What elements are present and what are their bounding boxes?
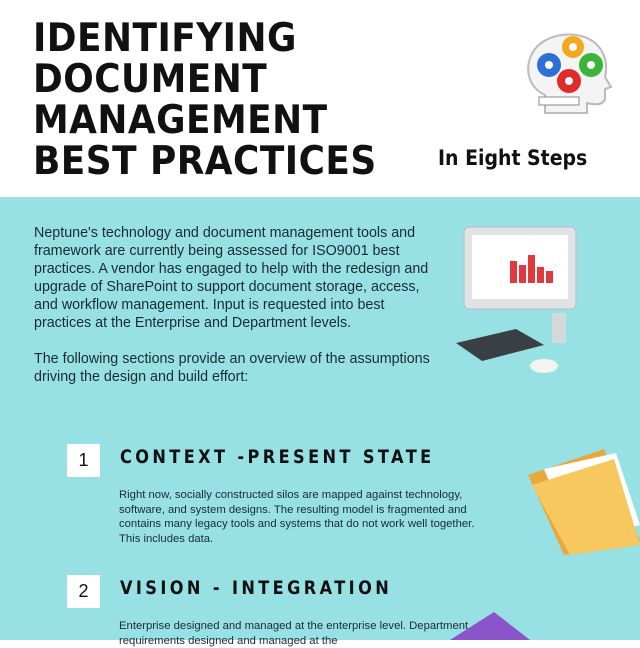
- purple-shape-icon: [450, 612, 530, 640]
- step-number: 2: [67, 575, 100, 608]
- intro-paragraph: Neptune's technology and document manage…: [34, 225, 429, 331]
- step-body: Enterprise designed and managed at the e…: [119, 620, 469, 647]
- header: IDENTIFYING DOCUMENT MANAGEMENT BEST PRA…: [0, 0, 640, 197]
- brain-gears-logo-icon: [527, 33, 613, 114]
- content-area: Neptune's technology and document manage…: [0, 197, 640, 647]
- intro-paragraph: The following sections provide an overvi…: [34, 351, 430, 385]
- computer-icon: [456, 226, 577, 373]
- title-line: DOCUMENT: [33, 57, 268, 102]
- step-number: 1: [67, 444, 100, 477]
- step-title: VISION - INTEGRATION: [120, 577, 393, 599]
- step-body: Right now, socially constructed silos ar…: [119, 489, 475, 545]
- step-title: CONTEXT -PRESENT STATE: [120, 446, 435, 468]
- title-line: MANAGEMENT: [33, 98, 328, 143]
- intro: Neptune's technology and document manage…: [34, 224, 434, 404]
- subtitle: In Eight Steps: [438, 146, 588, 170]
- page-title: IDENTIFYING DOCUMENT MANAGEMENT BEST PRA…: [33, 18, 377, 182]
- title-line: IDENTIFYING: [33, 16, 297, 61]
- title-line: BEST PRACTICES: [33, 139, 377, 184]
- folder-icon: [528, 449, 640, 555]
